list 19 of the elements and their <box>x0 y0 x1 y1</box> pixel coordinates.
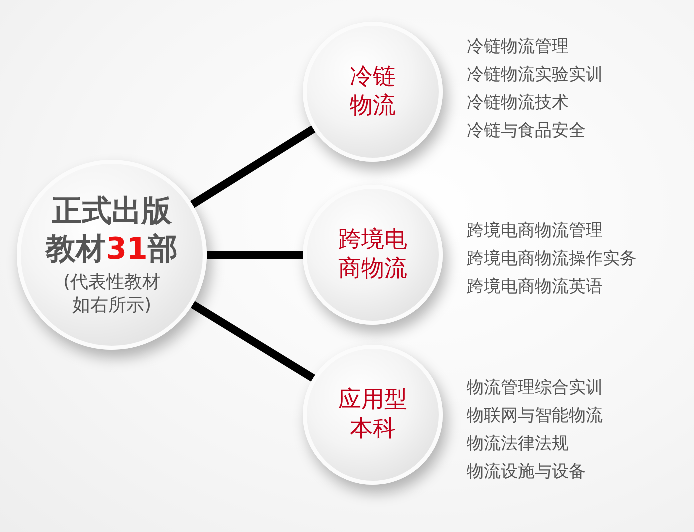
course-title: 物联网与智能物流 <box>467 405 603 428</box>
heading-text: 正式出版教材31部 <box>46 193 178 268</box>
connector-line <box>207 251 303 259</box>
topic-label: 应用型本科 <box>338 386 408 444</box>
topic-label: 冷链物流 <box>349 63 397 121</box>
course-title: 跨境电商物流操作实务 <box>467 248 637 271</box>
course-title: 物流设施与设备 <box>467 461 587 484</box>
course-title: 跨境电商物流管理 <box>467 220 604 243</box>
course-title: 冷链与食品安全 <box>467 120 587 143</box>
course-title: 冷链物流实验实训 <box>467 64 603 87</box>
topic-label: 跨境电商物流 <box>338 226 408 284</box>
note-text: (代表性教材如右所示) <box>62 272 162 317</box>
connector-line <box>190 301 316 382</box>
course-title: 物流法律法规 <box>467 433 570 456</box>
course-title: 冷链物流技术 <box>467 92 570 115</box>
course-title: 跨境电商物流英语 <box>467 276 604 299</box>
course-title: 冷链物流管理 <box>467 36 570 59</box>
connector-line <box>190 126 316 208</box>
course-title: 物流管理综合实训 <box>467 377 603 400</box>
